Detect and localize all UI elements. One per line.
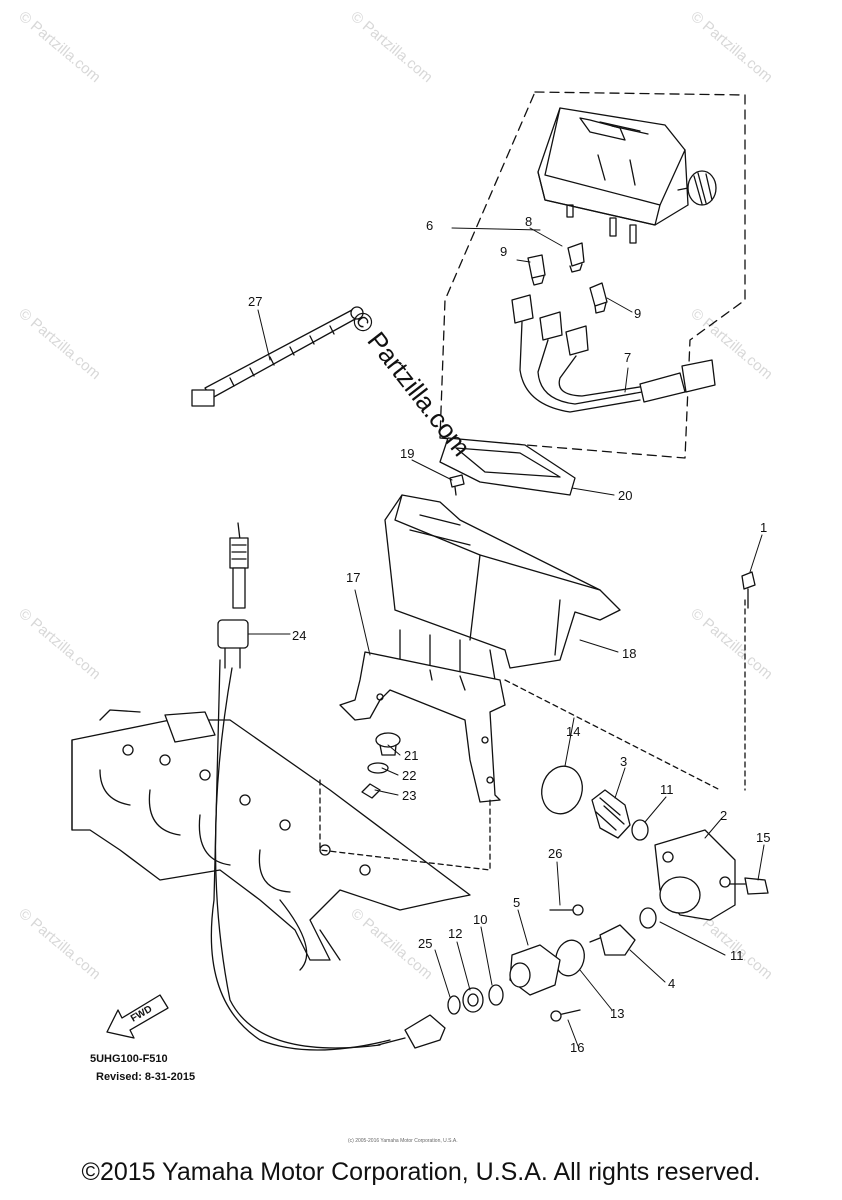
callout-7: 7 xyxy=(624,350,631,365)
bolt-part[interactable] xyxy=(741,571,756,609)
callout-15: 15 xyxy=(756,830,770,845)
callout-14: 14 xyxy=(566,724,580,739)
circlip-part[interactable] xyxy=(447,995,461,1015)
cable-end-part[interactable] xyxy=(377,1014,446,1049)
meter-cover-part[interactable] xyxy=(439,437,576,496)
callout-12: 12 xyxy=(448,926,462,941)
speedometer-cable-part[interactable] xyxy=(210,522,391,1051)
leader-lines xyxy=(319,599,746,871)
bulb-part[interactable] xyxy=(567,242,585,273)
wire-harness-part[interactable] xyxy=(511,294,716,413)
watermark: © Partzilla.com xyxy=(687,605,775,683)
callout-25: 25 xyxy=(418,936,432,951)
callout-4: 4 xyxy=(668,976,675,991)
callout-2: 2 xyxy=(720,808,727,823)
watermark: © Partzilla.com xyxy=(15,8,103,86)
bulb-part[interactable] xyxy=(527,254,546,286)
callout-3: 3 xyxy=(620,754,627,769)
callout-11b: 11 xyxy=(730,948,744,963)
gear-housing-part[interactable] xyxy=(654,829,736,921)
bushing-part[interactable] xyxy=(631,819,649,841)
revised-date: Revised: 8-31-2015 xyxy=(96,1071,195,1083)
meter-group-outline xyxy=(439,91,746,459)
watermark: © Partzilla.com xyxy=(687,8,775,86)
callout-20: 20 xyxy=(618,488,632,503)
collar-part[interactable] xyxy=(367,762,389,774)
callout-8: 8 xyxy=(525,214,532,229)
gear-part[interactable] xyxy=(591,789,631,839)
callout-24: 24 xyxy=(292,628,306,643)
screw-part[interactable] xyxy=(550,1009,581,1022)
screw-part[interactable] xyxy=(549,904,584,916)
callout-9b: 9 xyxy=(634,306,641,321)
callout-11a: 11 xyxy=(660,782,674,797)
meter-case-part[interactable] xyxy=(384,494,621,681)
watermark: © Partzilla.com xyxy=(15,905,103,983)
drive-gear-part[interactable] xyxy=(589,924,636,956)
holder-part[interactable] xyxy=(509,944,561,996)
watermark: © Partzilla.com xyxy=(15,605,103,683)
bulb-part[interactable] xyxy=(589,282,608,314)
callout-1: 1 xyxy=(760,520,767,535)
callout-6: 6 xyxy=(426,218,433,233)
oil-seal-part[interactable] xyxy=(552,937,588,979)
callout-19: 19 xyxy=(400,446,414,461)
bearing-part[interactable] xyxy=(462,987,484,1013)
damper-part[interactable] xyxy=(375,732,401,756)
bolt-part[interactable] xyxy=(729,877,769,895)
callout-21: 21 xyxy=(404,748,418,763)
callout-10: 10 xyxy=(473,912,487,927)
cable-tie-part[interactable] xyxy=(191,306,364,407)
bracket-part[interactable] xyxy=(339,651,506,803)
callout-23: 23 xyxy=(402,788,416,803)
callout-22: 22 xyxy=(402,768,416,783)
meter-assembly-part[interactable] xyxy=(537,107,717,244)
small-copyright: (c) 2005-2016 Yamaha Motor Corporation, … xyxy=(348,1138,458,1144)
callout-16: 16 xyxy=(570,1040,584,1055)
watermark: © Partzilla.com xyxy=(15,305,103,383)
o-ring-part[interactable] xyxy=(536,762,587,819)
callout-17: 17 xyxy=(346,570,360,585)
callout-leaders xyxy=(247,227,765,1047)
diagram-code: 5UHG100-F510 xyxy=(90,1053,168,1065)
callout-27: 27 xyxy=(248,294,262,309)
callout-26: 26 xyxy=(548,846,562,861)
callout-5: 5 xyxy=(513,895,520,910)
callout-13: 13 xyxy=(610,1006,624,1021)
callout-18: 18 xyxy=(622,646,636,661)
callout-labels: 1 2 3 4 5 6 7 8 9 9 10 11 11 12 13 14 15… xyxy=(248,214,770,1055)
screw-part[interactable] xyxy=(449,474,465,496)
copyright-notice: ©2015 Yamaha Motor Corporation, U.S.A. A… xyxy=(81,1158,761,1186)
washer-part[interactable] xyxy=(488,984,504,1006)
frame-part xyxy=(71,709,471,971)
bushing-part[interactable] xyxy=(639,907,657,929)
washer-part[interactable] xyxy=(361,783,381,799)
fwd-arrow-icon xyxy=(106,994,169,1039)
watermark: © Partzilla.com xyxy=(347,8,435,86)
brand-watermark: © Partzilla.com xyxy=(345,305,477,462)
callout-9a: 9 xyxy=(500,244,507,259)
